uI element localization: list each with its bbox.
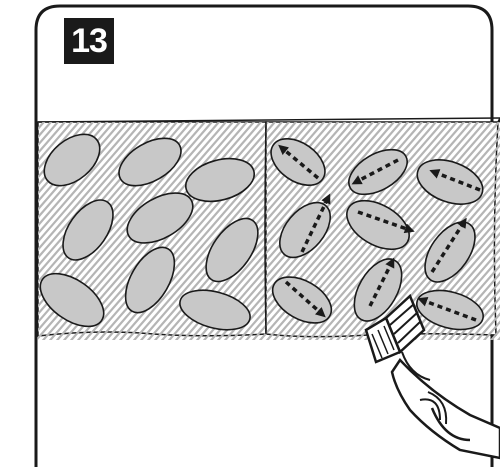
hatch-stroke [38, 122, 151, 252]
leaf-shape [353, 258, 403, 322]
dashed-arrow [357, 210, 415, 234]
leaf-shape [184, 157, 256, 203]
hatch-stroke [0, 115, 36, 345]
hatch-stroke [38, 122, 137, 236]
hatch-stroke [468, 304, 500, 340]
hatch-stroke [244, 122, 438, 340]
hatch-stroke [38, 122, 158, 260]
hatch-stroke [0, 115, 15, 345]
hatch-stroke [0, 115, 1, 345]
leaf-shape [118, 137, 182, 187]
hatch-stroke [0, 115, 22, 345]
smoothing-arrows [278, 144, 481, 322]
brush-handle [390, 357, 500, 460]
dashed-arrow [284, 280, 326, 318]
dashed-arrow [430, 217, 467, 273]
hatch-stroke [0, 115, 8, 345]
leaf-shape [126, 192, 194, 244]
brush-tail [430, 407, 471, 442]
ceiling-line [37, 117, 500, 123]
frame-border [34, 4, 494, 472]
hatch-stroke [83, 122, 277, 340]
leaf-shape [179, 289, 251, 331]
leaf-shape [424, 221, 476, 283]
step-number-badge: 13 [64, 18, 114, 64]
leaf-shape [39, 272, 105, 328]
dashed-arrow [300, 193, 331, 253]
hatch-stroke [454, 288, 500, 340]
leaf-shape [62, 199, 114, 261]
brush-bristles [364, 316, 402, 364]
leaf-shape [124, 246, 176, 314]
hatch-stroke [90, 122, 284, 340]
hatch-stroke [38, 122, 144, 244]
dashed-arrow [417, 297, 477, 322]
brush-handle-grip [419, 391, 448, 425]
hatch-stroke [0, 115, 29, 345]
dashed-arrow [278, 144, 320, 180]
sheet-seam [264, 121, 267, 335]
hatch-stroke [38, 122, 130, 228]
hatch-stroke [38, 122, 74, 163]
paintbrush-icon [364, 293, 500, 460]
hatch-stroke [321, 135, 500, 340]
hatch-stroke [461, 296, 500, 340]
leaf-shape [43, 133, 101, 187]
leaf-shape [348, 148, 408, 196]
dashed-arrow [351, 158, 399, 185]
leaf-shape [205, 217, 259, 283]
dashed-arrow [368, 257, 395, 307]
